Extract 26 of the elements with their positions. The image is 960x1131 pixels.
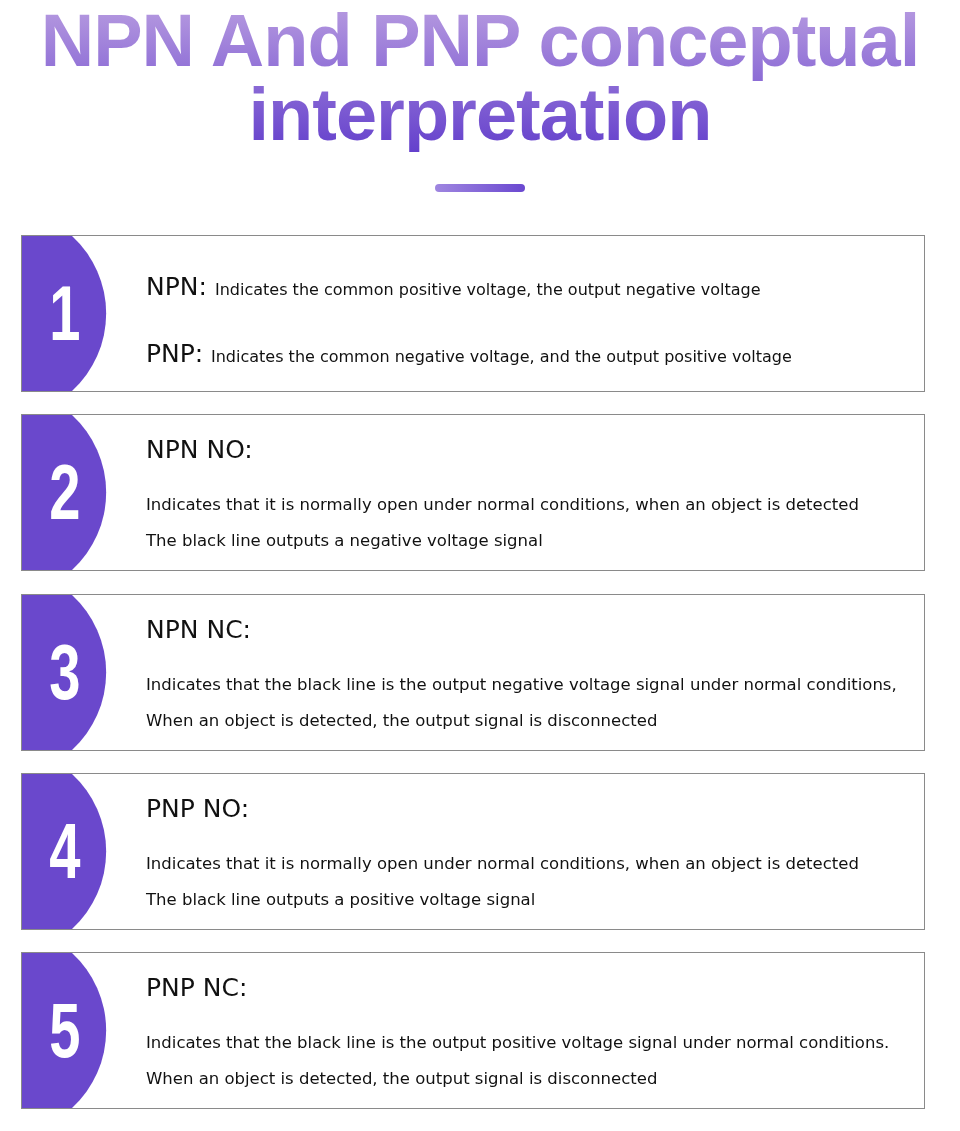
- info-card: [21, 235, 925, 392]
- description: Indicates that it is normally open under normal conditions, when an object is detected: [146, 854, 859, 873]
- step-number: 5: [48, 991, 82, 1069]
- info-card: [21, 594, 925, 751]
- description: Indicates the common negative voltage, and the output positive voltage: [211, 347, 792, 366]
- info-card: [21, 952, 925, 1109]
- description: When an object is detected, the output signal is disconnected: [146, 1069, 658, 1088]
- step-number: 1: [48, 274, 82, 352]
- heading: PNP NC:: [146, 973, 248, 1002]
- description: Indicates that the black line is the output positive voltage signal under normal conditions.: [146, 1033, 890, 1052]
- description: Indicates the common positive voltage, the output negative voltage: [215, 280, 761, 299]
- step-number: 4: [48, 812, 82, 890]
- description: Indicates that it is normally open under normal conditions, when an object is detected: [146, 495, 859, 514]
- step-number: 2: [48, 453, 82, 531]
- heading: NPN NO:: [146, 435, 253, 464]
- description: The black line outputs a negative voltage signal: [146, 531, 543, 550]
- heading: PNP NO:: [146, 794, 250, 823]
- description: Indicates that the black line is the output negative voltage signal under normal conditions,: [146, 675, 897, 694]
- heading: PNP:: [146, 339, 204, 368]
- heading: NPN NC:: [146, 615, 251, 644]
- heading: NPN:: [146, 272, 207, 301]
- info-card: [21, 414, 925, 571]
- description: The black line outputs a positive voltage signal: [146, 890, 536, 909]
- step-number: 3: [48, 633, 82, 711]
- info-card: [21, 773, 925, 930]
- description: When an object is detected, the output signal is disconnected: [146, 711, 658, 730]
